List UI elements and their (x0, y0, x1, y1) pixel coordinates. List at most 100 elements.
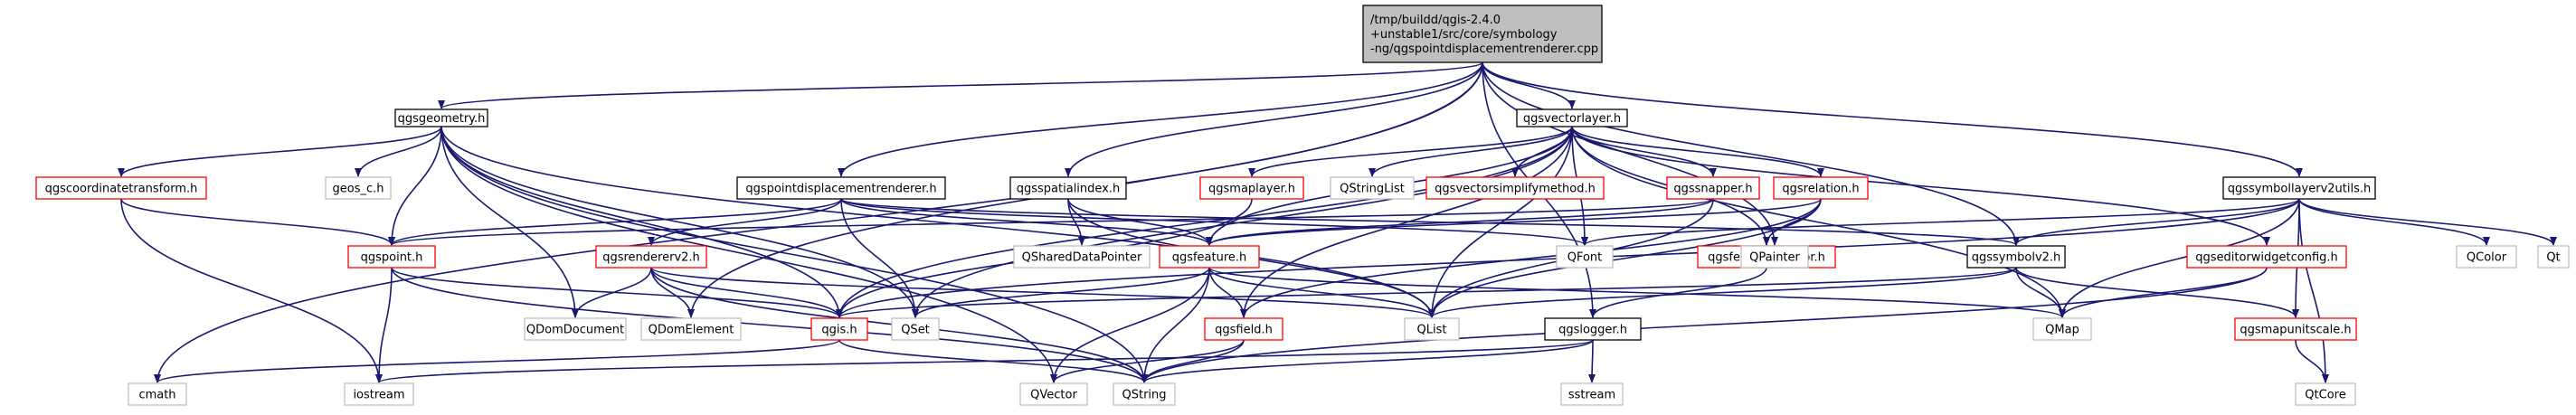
node-label: QVector (1030, 389, 1077, 402)
node-qset[interactable]: QSet (891, 317, 940, 341)
edge-qgspointdisplacementrenderer-to-qgsrendererv2 (648, 198, 842, 246)
node-qstring[interactable]: QString (1113, 382, 1176, 406)
node-geos_c[interactable]: geos_c.h (325, 176, 392, 200)
node-qgsmapunitscale[interactable]: qgsmapunitscale.h (2234, 317, 2357, 341)
node-label: qgsmapunitscale.h (2240, 324, 2351, 337)
node-box (1204, 317, 1283, 341)
edge-qgsvectorlayer-to-qgsrelation (1571, 126, 1824, 177)
node-qlist[interactable]: QList (1404, 317, 1460, 341)
node-box (1556, 245, 1614, 269)
node-qgis[interactable]: qgis.h (810, 317, 868, 341)
node-qvector[interactable]: QVector (1019, 382, 1088, 406)
node-qgsfeature[interactable]: qgsfeature.h (1159, 245, 1260, 269)
node-qgssnapper[interactable]: qgssnapper.h (1666, 176, 1760, 200)
node-qcolor[interactable]: QColor (2456, 245, 2517, 269)
node-box (1199, 176, 1304, 200)
edge-qgsgeometry-to-qdomdocument (440, 126, 579, 318)
edge-qgsrendererv2-to-qlist (650, 267, 1435, 318)
node-label: qgsrelation.h (1782, 183, 1859, 196)
node-qdomelement[interactable]: QDomElement (640, 317, 742, 341)
node-box (1330, 176, 1415, 200)
node-label: qgsfield.h (1215, 324, 1273, 337)
node-root[interactable]: /tmp/buildd/qgis-2.4.0+unstable1/src/cor… (1362, 5, 1603, 63)
edge-root-to-qgssymbolv2 (1482, 61, 2020, 246)
edge-qgssnapper-to-qgsfeature (1206, 198, 1714, 246)
node-qmap[interactable]: QMap (2032, 317, 2092, 341)
node-qgsvectorlayer[interactable]: qgsvectorlayer.h (1516, 108, 1628, 127)
edge-qgsvectorlayer-to-qset (912, 126, 1573, 318)
edge-qgssymbollayerv2utils-to-qfont (1581, 198, 2300, 246)
node-qgslogger[interactable]: qgslogger.h (1544, 317, 1642, 341)
node-qgsrendererv2[interactable]: qgsrendererv2.h (595, 245, 707, 269)
node-qtcore[interactable]: QtCore (2295, 382, 2356, 406)
node-cmath[interactable]: cmath (128, 382, 187, 406)
node-qgseditorwidgetconfig[interactable]: qgseditorwidgetconfig.h (2186, 245, 2347, 269)
node-label: QPainter (1749, 251, 1800, 265)
node-qgspoint[interactable]: qgspoint.h (347, 245, 436, 269)
node-box (736, 176, 946, 200)
node-qgssymbolv2[interactable]: qgssymbolv2.h (1966, 245, 2066, 269)
node-label: QColor (2467, 251, 2507, 265)
edge-qgspointdisplacementrenderer-to-qfont (840, 198, 1588, 246)
edge-qgsgeometry-to-geos_c (355, 126, 442, 177)
node-qgssymbollayerv2utils[interactable]: qgssymbollayerv2utils.h (2222, 176, 2376, 200)
node-qgsvectorsimplifymethod[interactable]: qgsvectorsimplifymethod.h (1425, 176, 1605, 200)
node-box (2186, 245, 2347, 269)
node-label: qgssymbollayerv2utils.h (2228, 183, 2372, 196)
node-box (1013, 245, 1151, 269)
node-box (35, 176, 207, 200)
node-qdomdocument[interactable]: QDomDocument (524, 317, 627, 341)
node-label: cmath (138, 389, 175, 402)
edge-qgscoordinatetransform-to-qgspoint (120, 198, 395, 246)
node-box (1666, 176, 1760, 200)
node-box (640, 317, 742, 341)
node-qt[interactable]: Qt (2537, 245, 2570, 269)
node-qgsspatialindex[interactable]: qgsspatialindex.h (1009, 176, 1127, 200)
edge-qgssymbollayerv2utils-to-qmap (2059, 198, 2300, 318)
node-qshareddatapointer[interactable]: QSharedDataPointer (1013, 245, 1151, 269)
node-box (1516, 108, 1628, 127)
node-box (1544, 317, 1642, 341)
node-label: iostream (353, 389, 404, 402)
edge-qgsrendererv2-to-qgis (650, 267, 843, 318)
node-box (1773, 176, 1869, 200)
edge-qgsgeometry-to-qgspoint (388, 126, 442, 246)
node-qgspointdisplacementrenderer[interactable]: qgspointdisplacementrenderer.h (736, 176, 946, 200)
node-qfont[interactable]: QFont (1556, 245, 1614, 269)
node-qpainter[interactable]: QPainter (1740, 245, 1809, 269)
node-qgscoordinatetransform[interactable]: qgscoordinatetransform.h (35, 176, 207, 200)
edge-qgslogger-to-sstream (1588, 339, 1596, 383)
edge-qgsvectorlayer-to-qgssnapper (1571, 126, 1717, 177)
node-label: qgsmaplayer.h (1208, 183, 1295, 196)
edge-qgspointdisplacementrenderer-to-qgssymbolv2 (840, 198, 2020, 246)
edge-qgsgeometry-to-qstring (440, 126, 1148, 383)
edge-qgsfeature-to-qmap (1208, 267, 2066, 318)
edge-qgsgeometry-to-qset (440, 126, 919, 318)
node-iostream[interactable]: iostream (344, 382, 414, 406)
node-box (1425, 176, 1605, 200)
edge-qgsrelation-to-qlist (1428, 198, 1822, 318)
node-qgsrelation[interactable]: qgsrelation.h (1773, 176, 1869, 200)
node-box (810, 317, 868, 341)
node-box (1740, 245, 1809, 269)
node-label: qgsvectorsimplifymethod.h (1435, 183, 1596, 196)
node-label: qgsrendererv2.h (602, 251, 700, 265)
node-label: +unstable1/src/core/symbology (1370, 28, 1558, 42)
node-box (1404, 317, 1460, 341)
node-box (1560, 382, 1624, 406)
node-qgsgeometry[interactable]: qgsgeometry.h (394, 108, 488, 127)
node-box (128, 382, 187, 406)
edge-qgsvectorlayer-to-qmap (1571, 126, 2066, 318)
node-qstringlist[interactable]: QStringList (1330, 176, 1415, 200)
node-box (325, 176, 392, 200)
node-qgsmaplayer[interactable]: qgsmaplayer.h (1199, 176, 1304, 200)
edge-root-to-qgsspatialindex (1065, 61, 1483, 177)
node-box (1009, 176, 1127, 200)
node-label: qgspoint.h (361, 251, 423, 265)
node-label: QDomElement (649, 324, 734, 337)
edge-qgsfeature-to-qvector (1050, 267, 1210, 383)
node-sstream[interactable]: sstream (1560, 382, 1624, 406)
node-qgsfield[interactable]: qgsfield.h (1204, 317, 1283, 341)
edge-qgsrelation-to-qgsfeature (1206, 198, 1822, 246)
